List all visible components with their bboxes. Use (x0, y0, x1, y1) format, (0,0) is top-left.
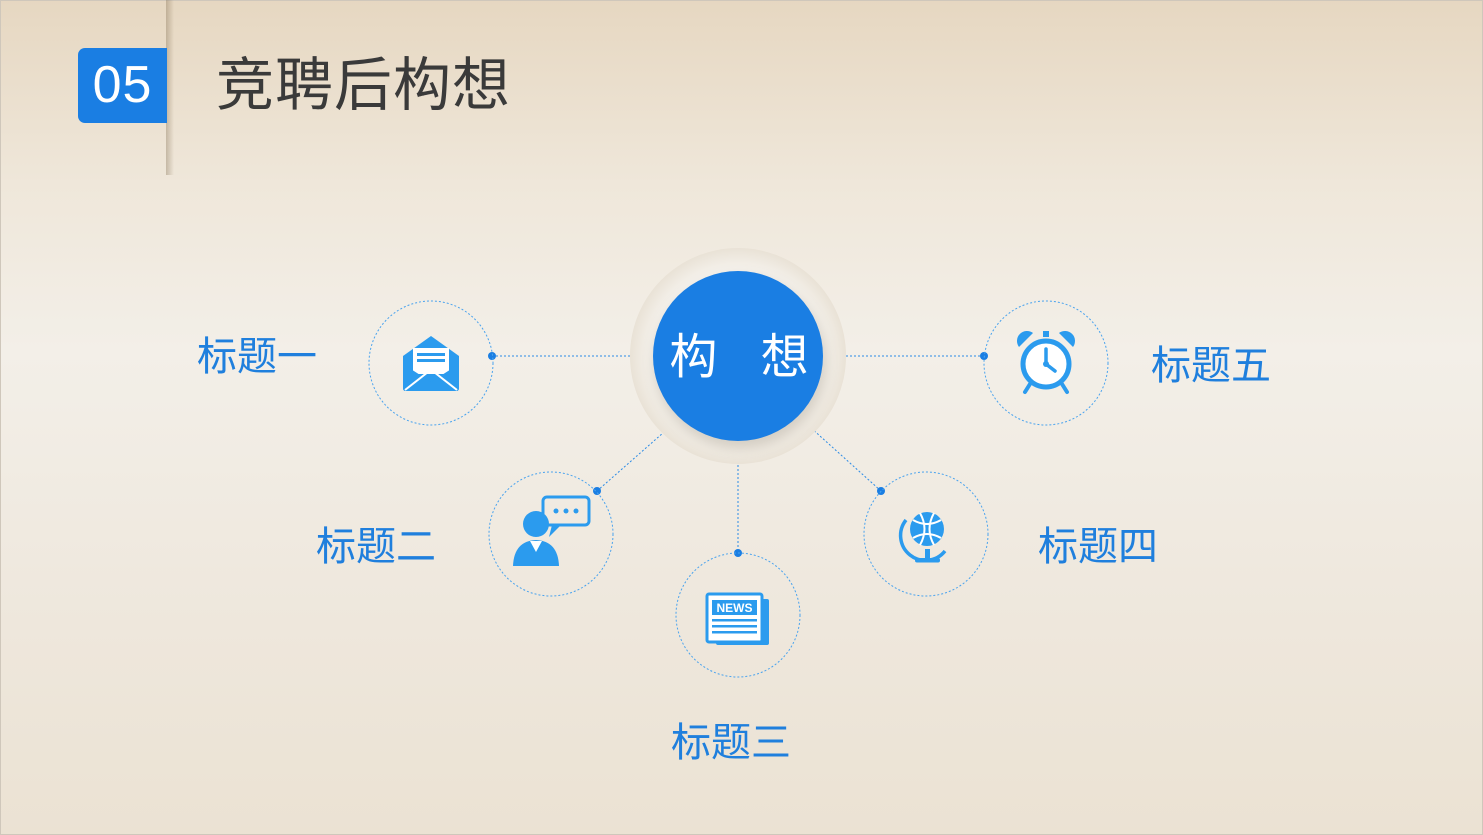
node-label-3: 标题三 (671, 720, 791, 766)
envelope-icon (403, 336, 459, 391)
news-icon: NEWS (705, 592, 769, 645)
node-ring-3 (675, 552, 801, 678)
header-fold-shadow (166, 0, 174, 175)
svg-text:NEWS: NEWS (717, 601, 753, 615)
alarm-clock-icon (1016, 330, 1076, 394)
node-label-1: 标题一 (197, 334, 317, 380)
node-ring-2 (488, 471, 614, 597)
node-ring-1 (368, 300, 494, 426)
globe-icon (898, 512, 947, 563)
section-number-badge: 05 (78, 48, 167, 123)
page-title: 竞聘后构想 (216, 51, 512, 119)
center-label: 构 想 (669, 329, 823, 385)
node-rings (368, 300, 1109, 678)
connector-dots (488, 352, 988, 557)
person-chat-icon (513, 495, 591, 566)
node-ring-4 (863, 471, 989, 597)
center-circle (653, 271, 823, 441)
node-label-4: 标题四 (1038, 524, 1158, 570)
node-label-2: 标题二 (316, 524, 436, 570)
node-ring-5 (983, 300, 1109, 426)
node-label-5: 标题五 (1151, 343, 1271, 389)
